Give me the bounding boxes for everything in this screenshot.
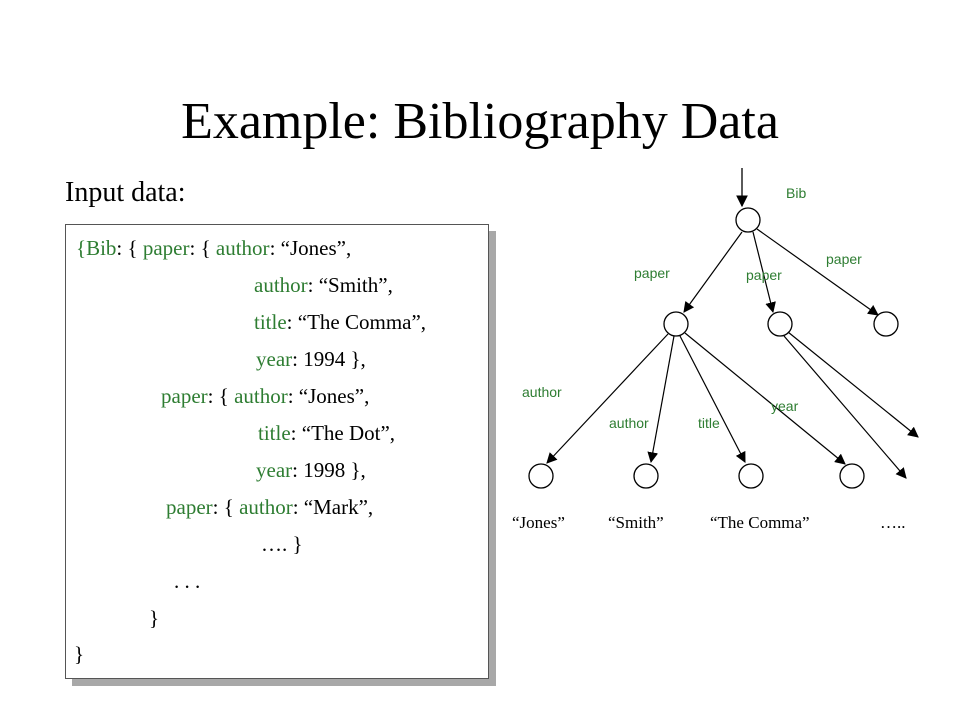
- leaf-node-the-comma: [738, 463, 764, 489]
- edge-paper-1: [683, 231, 743, 313]
- code-line: paper: { author: “Jones”,: [161, 383, 369, 409]
- slide-title: Example: Bibliography Data: [181, 93, 779, 150]
- edge-year: [684, 332, 846, 465]
- code-line: title: “The Dot”,: [258, 420, 395, 446]
- edge-label-year: year: [771, 398, 799, 414]
- code-keyword: year: [256, 458, 293, 482]
- code-line: }: [74, 641, 84, 667]
- code-line: paper: { author: “Mark”,: [166, 494, 373, 520]
- edge-paper-2-child-2: [783, 335, 907, 479]
- code-keyword: {Bib: [76, 236, 117, 260]
- code-text: : 1998 },: [292, 458, 366, 482]
- code-text: : “Jones”,: [269, 236, 352, 260]
- code-keyword: paper: [142, 236, 190, 260]
- code-keyword: author: [234, 384, 288, 408]
- leaf-label-smith: “Smith”: [608, 513, 664, 532]
- code-keyword: author: [215, 236, 270, 260]
- edge-author-2: [647, 335, 675, 464]
- edge-paper-3: [756, 228, 879, 316]
- code-keyword: year: [256, 347, 293, 371]
- code-keyword: paper: [161, 384, 208, 408]
- code-line: title: “The Comma”,: [254, 309, 426, 335]
- code-text: : “Smith”,: [307, 273, 393, 297]
- leaf-label-the-comma: “The Comma”: [710, 513, 810, 532]
- code-box: {Bib: { paper: { author: “Jones”, author…: [65, 224, 489, 679]
- leaf-label-jones: “Jones”: [512, 513, 565, 532]
- code-text: : {: [207, 384, 235, 408]
- leaf-node-jones: [528, 463, 554, 489]
- leaf-label-more: …..: [880, 513, 906, 532]
- leaf-node-year: [839, 463, 865, 489]
- edge-paper-2-child-1: [787, 331, 919, 438]
- code-text: : “Mark”,: [292, 495, 374, 519]
- code-line: . . .: [174, 568, 200, 594]
- code-text: . . .: [174, 569, 201, 593]
- code-text: : “Jones”,: [287, 384, 370, 408]
- input-data-heading: Input data:: [65, 177, 186, 208]
- root-label: Bib: [786, 185, 806, 201]
- code-text: : {: [116, 236, 143, 260]
- code-line: year: 1998 },: [256, 457, 366, 483]
- code-text: …. }: [261, 532, 303, 556]
- paper-node-2: [767, 311, 793, 337]
- code-text: : 1994 },: [292, 347, 366, 371]
- edge-label-paper-2: paper: [746, 267, 782, 283]
- code-line: author: “Smith”,: [254, 272, 393, 298]
- edge-label-paper-1: paper: [634, 265, 670, 281]
- root-node: [735, 207, 761, 233]
- code-text: : {: [189, 236, 216, 260]
- edge-label-author-1: author: [522, 384, 562, 400]
- code-keyword: author: [254, 273, 308, 297]
- code-text: }: [149, 606, 160, 630]
- edge-paper-2: [752, 231, 776, 314]
- code-keyword: author: [239, 495, 293, 519]
- code-text: : “The Dot”,: [290, 421, 396, 445]
- edge-title: [679, 335, 746, 463]
- edge-label-paper-3: paper: [826, 251, 862, 267]
- paper-node-1: [663, 311, 689, 337]
- code-text: : {: [212, 495, 240, 519]
- code-text: : “The Comma”,: [286, 310, 427, 334]
- code-text: }: [74, 642, 85, 666]
- edge-label-author-2: author: [609, 415, 649, 431]
- code-keyword: title: [254, 310, 287, 334]
- code-keyword: title: [258, 421, 291, 445]
- code-line: {Bib: { paper: { author: “Jones”,: [76, 235, 351, 261]
- paper-node-3: [873, 311, 899, 337]
- code-line: …. }: [261, 531, 303, 557]
- code-line: year: 1994 },: [256, 346, 366, 372]
- code-line: }: [149, 605, 159, 631]
- edge-label-title: title: [698, 415, 720, 431]
- code-keyword: paper: [166, 495, 213, 519]
- leaf-node-smith: [633, 463, 659, 489]
- edge-author-1: [546, 333, 669, 464]
